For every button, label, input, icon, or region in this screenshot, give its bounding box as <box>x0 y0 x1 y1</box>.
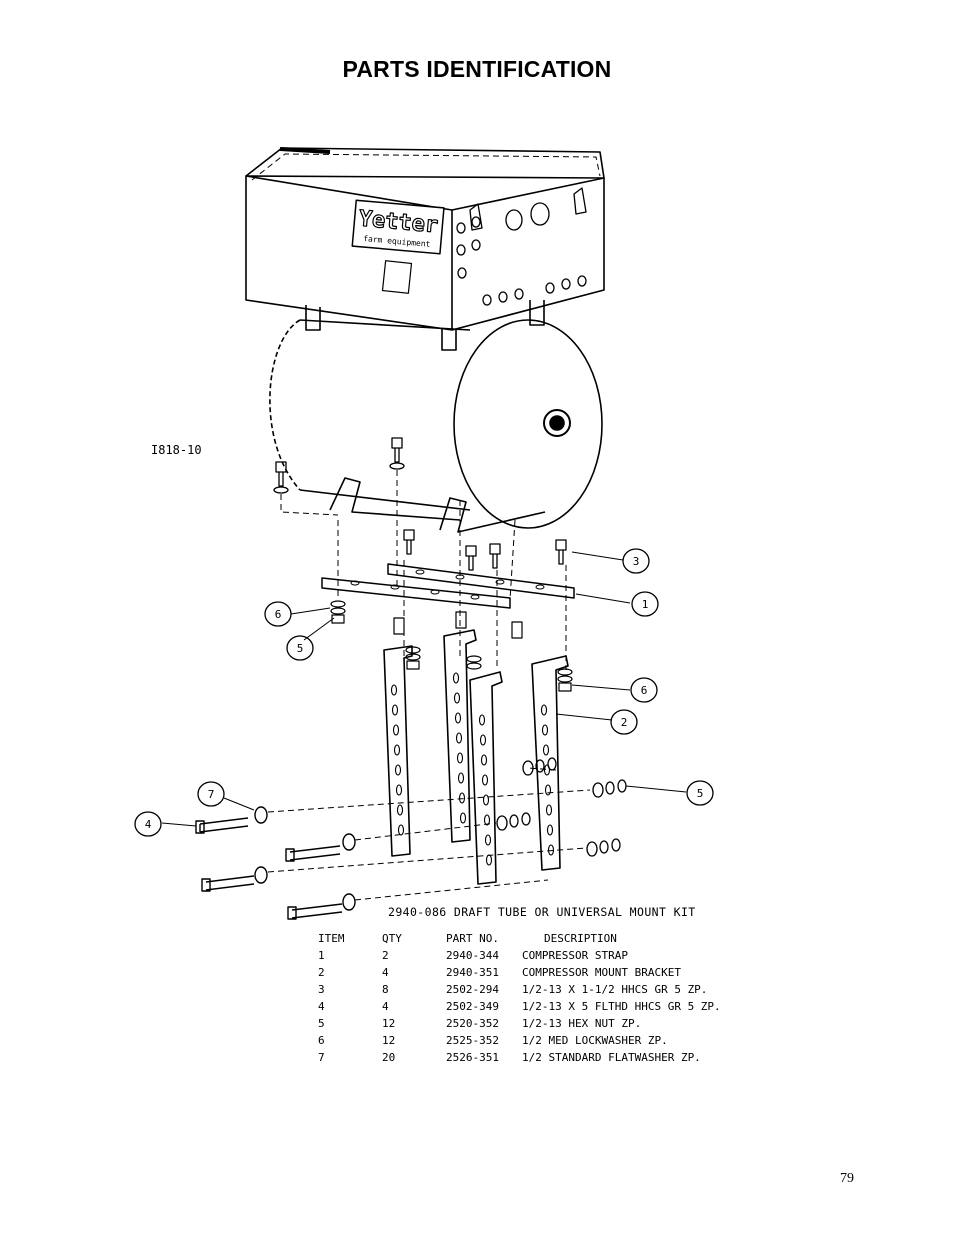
compressor-box <box>245 147 605 331</box>
table-row: 5 12 2520-352 1/2-13 HEX NUT ZP. <box>312 1015 754 1032</box>
callout-label: 7 <box>208 788 215 801</box>
callout-label: 4 <box>145 818 152 831</box>
cell-part: 2520-352 <box>446 1017 499 1030</box>
table-row: 3 8 2502-294 1/2-13 X 1-1/2 HHCS GR 5 ZP. <box>312 981 754 998</box>
yetter-logo: Yetter farm equipment <box>351 199 445 255</box>
cell-desc: 1/2 STANDARD FLATWASHER ZP. <box>522 1051 701 1064</box>
cell-item: 6 <box>318 1034 325 1047</box>
page-number: 79 <box>840 1171 854 1186</box>
table-header-row: ITEM QTY PART NO. DESCRIPTION <box>312 930 754 947</box>
cell-item: 4 <box>318 1000 325 1013</box>
kit-title: 2940-086 DRAFT TUBE OR UNIVERSAL MOUNT K… <box>388 905 696 919</box>
cell-desc: COMPRESSOR STRAP <box>522 949 628 962</box>
mount-brackets <box>383 629 569 885</box>
assembly-lines <box>267 470 591 901</box>
cell-item: 3 <box>318 983 325 996</box>
cell-part: 2525-352 <box>446 1034 499 1047</box>
callout-label: 5 <box>697 787 704 800</box>
callout-label: 3 <box>633 555 640 568</box>
page-title: PARTS IDENTIFICATION <box>342 56 612 82</box>
cell-item: 7 <box>318 1051 325 1064</box>
air-tank <box>269 319 603 529</box>
cell-item: 5 <box>318 1017 325 1030</box>
table-row: 7 20 2526-351 1/2 STANDARD FLATWASHER ZP. <box>312 1049 754 1066</box>
table-row: 1 2 2940-344 COMPRESSOR STRAP <box>312 947 754 964</box>
long-bolts <box>195 806 356 920</box>
figure-id: I818-10 <box>151 443 202 457</box>
header-part-no: PART NO. <box>446 932 499 945</box>
table-row: 6 12 2525-352 1/2 MED LOCKWASHER ZP. <box>312 1032 754 1049</box>
cell-qty: 4 <box>382 966 389 979</box>
table-row: 2 4 2940-351 COMPRESSOR MOUNT BRACKET <box>312 964 754 981</box>
table-row: 4 4 2502-349 1/2-13 X 5 FLTHD HHCS GR 5 ZP. <box>312 998 754 1015</box>
cell-part: 2526-351 <box>446 1051 499 1064</box>
cell-part: 2940-351 <box>446 966 499 979</box>
header-description: DESCRIPTION <box>544 932 617 945</box>
cell-qty: 12 <box>382 1017 396 1030</box>
cell-qty: 8 <box>382 983 389 996</box>
leader-lines <box>161 551 687 827</box>
callout-circles <box>134 548 714 837</box>
cell-part: 2502-349 <box>446 1000 499 1013</box>
cell-part: 2940-344 <box>446 949 499 962</box>
compressor-straps <box>321 563 575 609</box>
callout-labels: 3 1 6 5 6 2 7 4 5 <box>145 555 704 831</box>
gauge-holes <box>456 187 587 306</box>
cell-item: 1 <box>318 949 325 962</box>
header-item: ITEM <box>318 932 345 945</box>
cell-desc: 1/2-13 X 1-1/2 HHCS GR 5 ZP. <box>522 983 708 996</box>
callout-label: 2 <box>621 716 628 729</box>
right-nuts <box>496 757 627 857</box>
callout-label: 6 <box>641 684 648 697</box>
cell-desc: 1/2-13 X 5 FLTHD HHCS GR 5 ZP. <box>522 1000 721 1013</box>
cell-qty: 20 <box>382 1051 396 1064</box>
cell-desc: COMPRESSOR MOUNT BRACKET <box>522 966 681 979</box>
decal <box>381 260 413 294</box>
callout-label: 1 <box>642 598 649 611</box>
cell-desc: 1/2-13 HEX NUT ZP. <box>522 1017 642 1030</box>
callout-label: 6 <box>275 608 282 621</box>
header-qty: QTY <box>382 932 402 945</box>
bolts <box>273 437 567 571</box>
cell-qty: 4 <box>382 1000 389 1013</box>
cell-item: 2 <box>318 966 325 979</box>
cell-qty: 12 <box>382 1034 396 1047</box>
cell-qty: 2 <box>382 949 389 962</box>
cell-part: 2502-294 <box>446 983 499 996</box>
cell-desc: 1/2 MED LOCKWASHER ZP. <box>522 1034 668 1047</box>
callout-label: 5 <box>297 642 304 655</box>
nut-stacks <box>330 600 573 692</box>
